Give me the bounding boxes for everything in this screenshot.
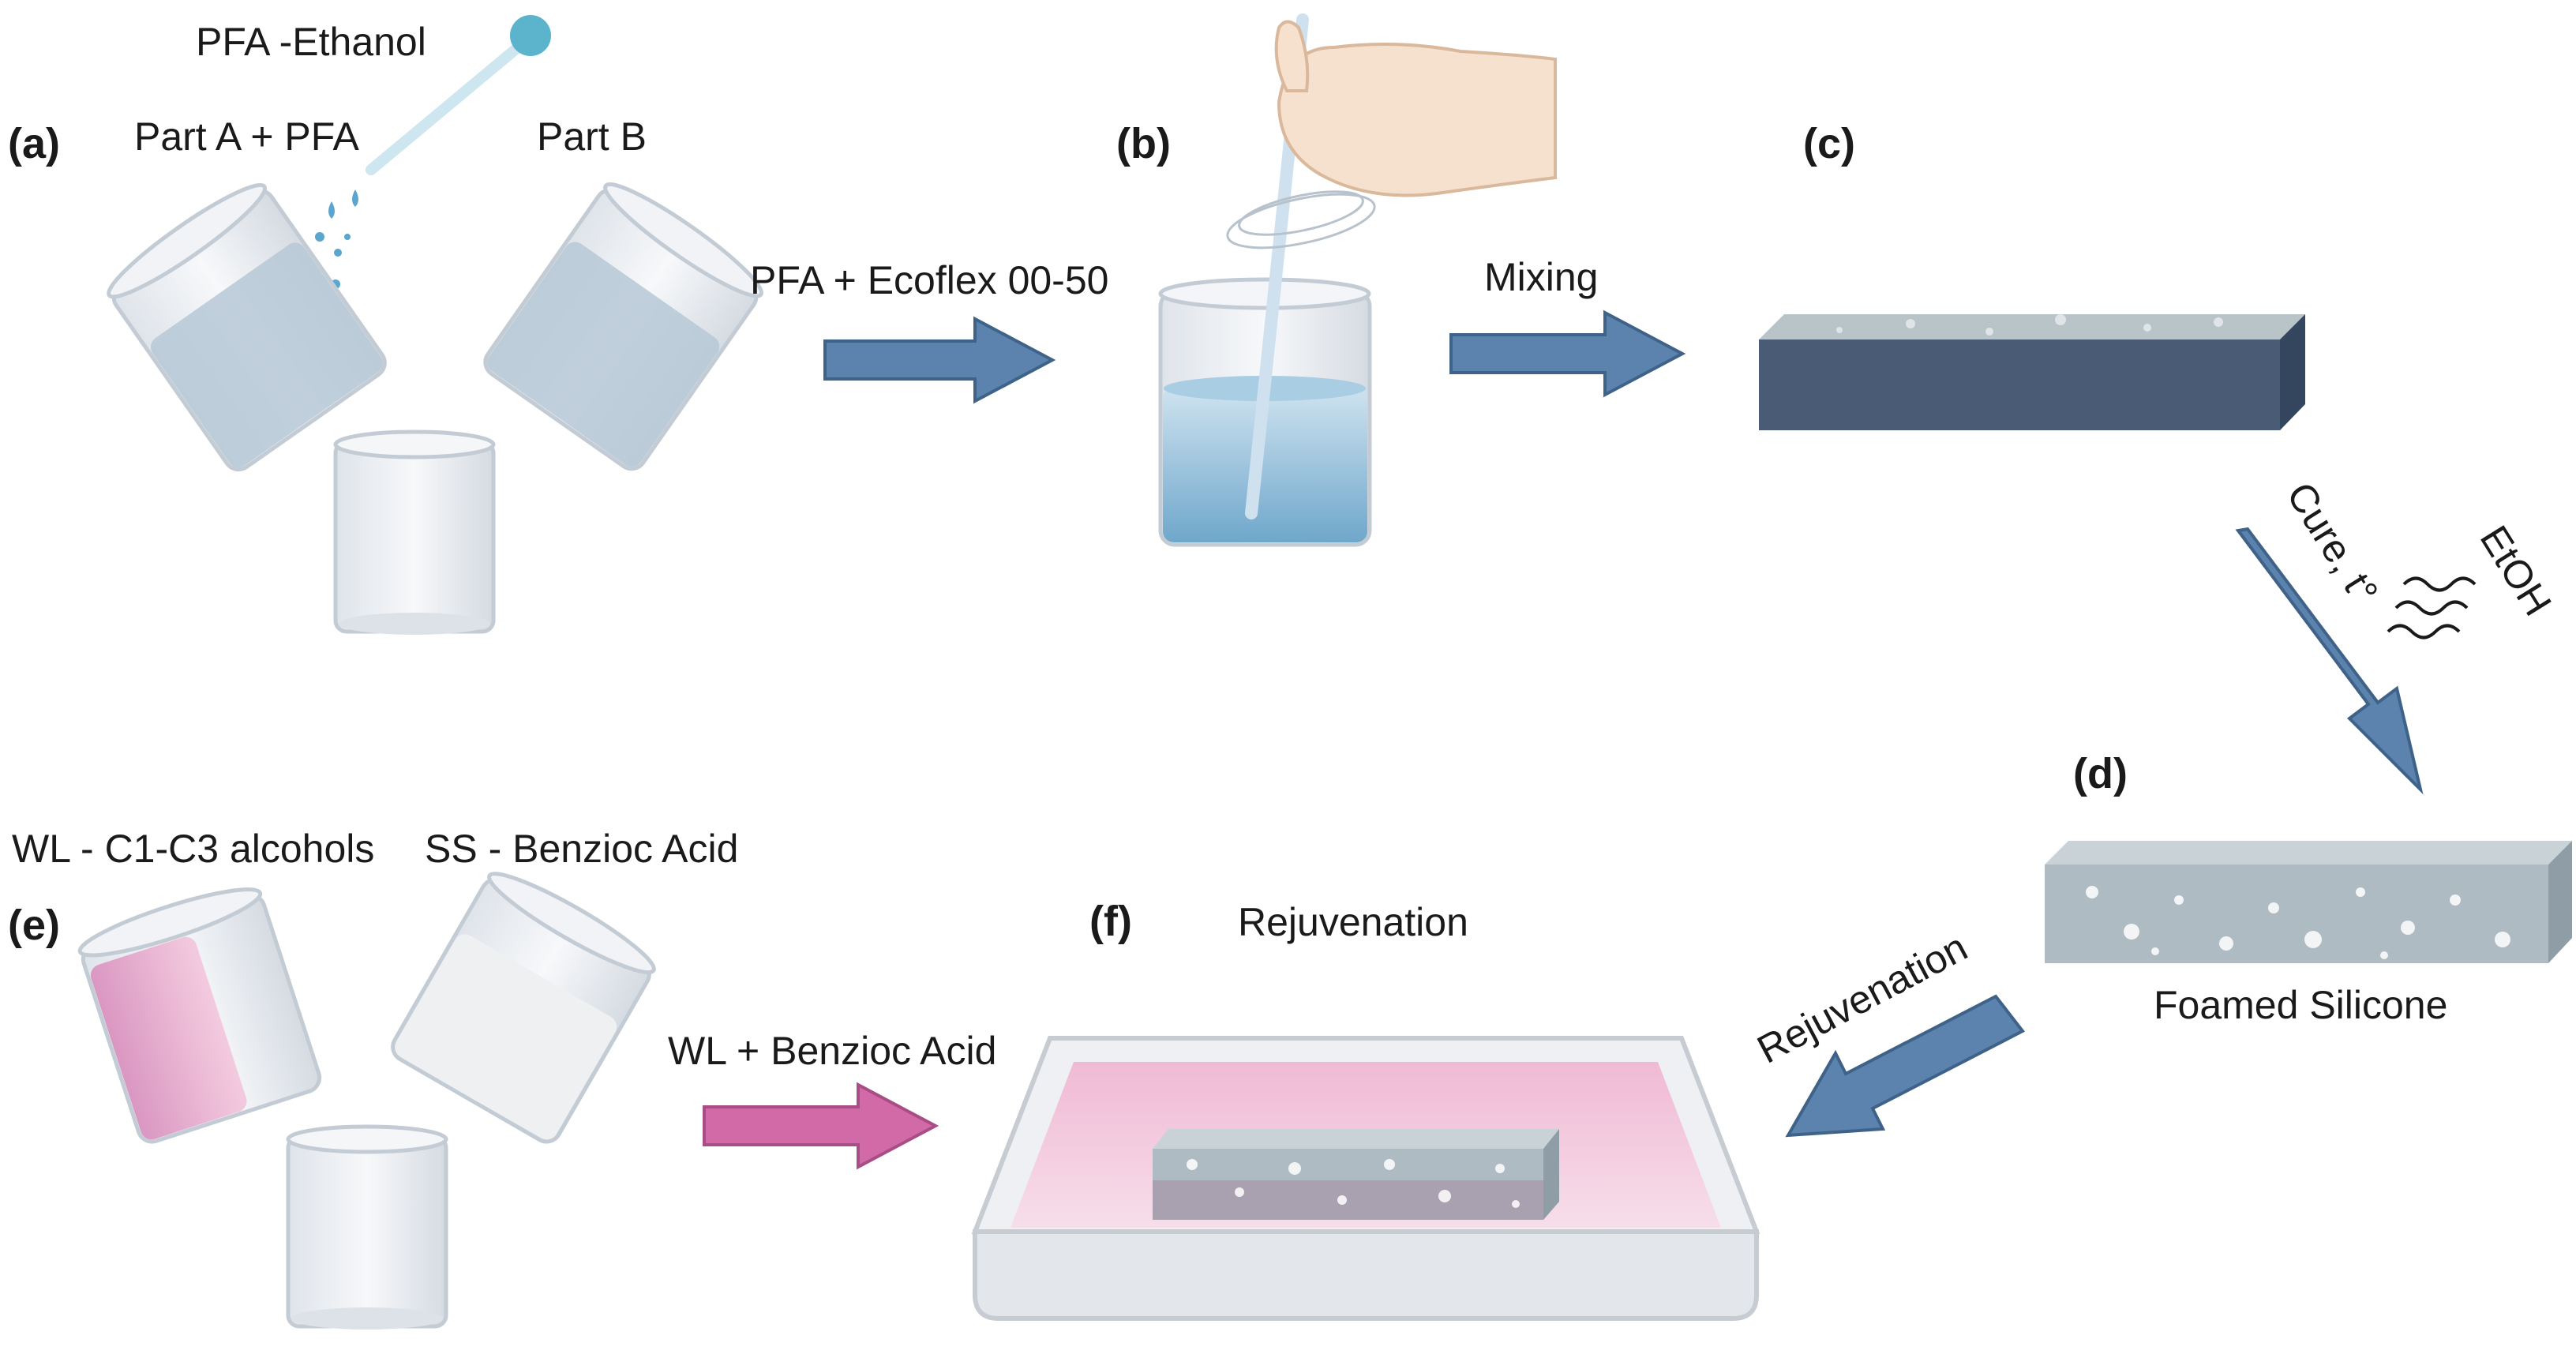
hand-icon xyxy=(1274,20,1557,197)
beaker-part-b xyxy=(483,182,764,471)
beaker-empty-a xyxy=(333,429,496,635)
dropper-icon xyxy=(366,15,551,175)
pfa-ecoflex-label: PFA + Ecoflex 00-50 xyxy=(750,258,1108,302)
part-b-label: Part B xyxy=(537,114,647,159)
ss-benzioc-label: SS - Benzioc Acid xyxy=(425,827,738,871)
wl-benzioc-label: WL + Benzioc Acid xyxy=(668,1029,996,1073)
part-a-pfa-label: Part A + PFA xyxy=(134,114,360,159)
etoh-label: EtOH xyxy=(2472,518,2560,623)
step-label-f: (f) xyxy=(1089,898,1132,945)
mixing-label: Mixing xyxy=(1484,255,1598,299)
wl-alcohols-label: WL - C1-C3 alcohols xyxy=(12,827,374,871)
beaker-ss xyxy=(391,872,656,1144)
step-label-b: (b) xyxy=(1116,120,1171,167)
foamed-silicone-label: Foamed Silicone xyxy=(2154,983,2447,1027)
step-label-a: (a) xyxy=(8,120,60,167)
step-label-d: (d) xyxy=(2073,750,2128,797)
rejuvenation-title: Rejuvenation xyxy=(1238,900,1468,944)
arrow-c-to-d xyxy=(2235,527,2424,795)
arrow-d-to-f xyxy=(1785,994,2026,1138)
silicone-in-tray xyxy=(1153,1129,1559,1220)
step-label-e: (e) xyxy=(8,902,60,949)
mixed-block xyxy=(1759,314,2305,430)
arrow-a-to-b xyxy=(823,316,1056,404)
step-label-c: (c) xyxy=(1803,120,1855,167)
beaker-part-a xyxy=(107,182,387,472)
arrow-b-to-c xyxy=(1449,309,1686,398)
beaker-wl xyxy=(77,887,322,1144)
stir-motion-icon xyxy=(1226,190,1376,249)
beaker-empty-e xyxy=(286,1124,448,1330)
foamed-silicone-block xyxy=(2045,841,2572,963)
pfa-ethanol-label: PFA -Ethanol xyxy=(196,20,426,64)
vapor-arrows-icon xyxy=(2387,576,2477,639)
arrow-e-to-f xyxy=(703,1082,939,1170)
